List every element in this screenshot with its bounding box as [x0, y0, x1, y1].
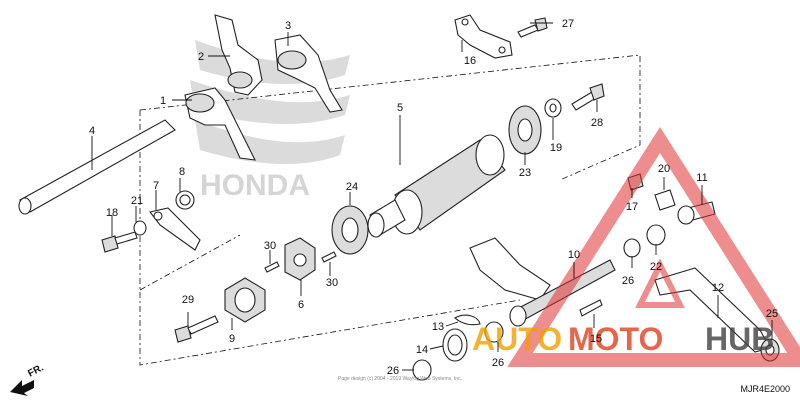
callout-lines — [91, 22, 773, 371]
watermark-moto: MOTO — [568, 321, 663, 357]
part-label-20: 20 — [658, 163, 670, 175]
part-bolt-15 — [579, 299, 603, 317]
part-bolt-18 — [101, 231, 138, 253]
part-label-3: 3 — [285, 20, 291, 32]
part-label-30-b: 30 — [326, 277, 338, 289]
part-stopper-arm-7 — [149, 207, 201, 251]
part-bearing-23 — [508, 105, 542, 155]
part-label-6: 6 — [298, 299, 304, 311]
front-direction-marker: FR. — [10, 362, 46, 396]
watermark-hub: HUB — [705, 321, 774, 357]
part-label-8: 8 — [179, 166, 185, 178]
part-shift-fork-3 — [274, 34, 343, 113]
part-label-5: 5 — [397, 102, 403, 114]
part-label-16: 16 — [464, 55, 476, 67]
part-label-10: 10 — [568, 249, 580, 261]
part-label-22: 22 — [650, 261, 662, 273]
part-spring-14 — [442, 328, 468, 362]
part-bolt-27 — [517, 17, 548, 38]
part-label-26-a: 26 — [387, 365, 399, 377]
part-label-14: 14 — [416, 344, 428, 356]
watermark-inner-triangle — [635, 258, 685, 308]
part-pins-30 — [264, 251, 337, 273]
part-plate-16 — [454, 14, 513, 59]
part-label-23: 23 — [519, 167, 531, 179]
part-label-13: 13 — [432, 321, 444, 333]
part-center-6 — [284, 237, 316, 281]
part-bolt-28 — [571, 83, 605, 111]
front-arrow-icon — [10, 380, 34, 396]
part-label-27: 27 — [562, 18, 574, 30]
copyright-notice: Page design (c) 2004 - 2019 Waylog Web S… — [338, 376, 462, 382]
part-shaft-4 — [18, 119, 176, 215]
part-washer-21 — [133, 220, 147, 236]
part-label-26-b: 26 — [492, 357, 504, 369]
part-label-21: 21 — [131, 195, 143, 207]
part-label-4: 4 — [89, 125, 95, 137]
part-label-30-a: 30 — [264, 240, 276, 252]
background-logo-text: HONDA — [200, 169, 310, 202]
front-label: FR. — [26, 362, 46, 379]
part-shift-fork-2 — [214, 14, 263, 96]
watermark-triangle — [507, 126, 800, 367]
part-label-28: 28 — [591, 117, 603, 129]
part-label-9: 9 — [229, 333, 235, 345]
part-label-2: 2 — [198, 51, 204, 63]
part-bolt-29 — [174, 315, 219, 343]
part-label-11: 11 — [696, 172, 707, 184]
part-label-26-c: 26 — [622, 275, 634, 287]
part-label-18: 18 — [106, 207, 118, 219]
part-bearing-24 — [331, 205, 369, 255]
watermark: AUTO MOTO HUB — [472, 126, 800, 367]
part-labels: 1 2 3 4 5 6 7 8 9 10 11 12 13 14 15 16 1… — [89, 18, 778, 377]
part-label-25: 25 — [766, 308, 778, 320]
part-collar-20 — [654, 189, 676, 211]
assembly-outline — [139, 54, 641, 366]
part-label-7: 7 — [153, 180, 159, 192]
part-label-15: 15 — [590, 333, 602, 345]
part-washer-19 — [544, 98, 562, 118]
part-clip-13 — [454, 314, 481, 326]
part-label-17: 17 — [626, 201, 638, 213]
watermark-auto: AUTO — [472, 321, 562, 357]
part-shift-drum-5 — [367, 134, 506, 238]
part-label-12: 12 — [712, 282, 724, 294]
part-label-29: 29 — [182, 294, 194, 306]
part-washer-26-c — [623, 238, 641, 258]
diagram-code: MJR4E2000 — [740, 384, 790, 394]
part-washer-26-b — [484, 321, 504, 343]
part-washer-22 — [646, 224, 666, 246]
part-label-24: 24 — [346, 181, 358, 193]
part-label-19: 19 — [550, 142, 562, 154]
part-plate-9 — [224, 277, 266, 323]
part-shift-fork-1 — [184, 87, 256, 161]
part-spring-8 — [175, 190, 195, 210]
part-label-1: 1 — [160, 95, 166, 107]
